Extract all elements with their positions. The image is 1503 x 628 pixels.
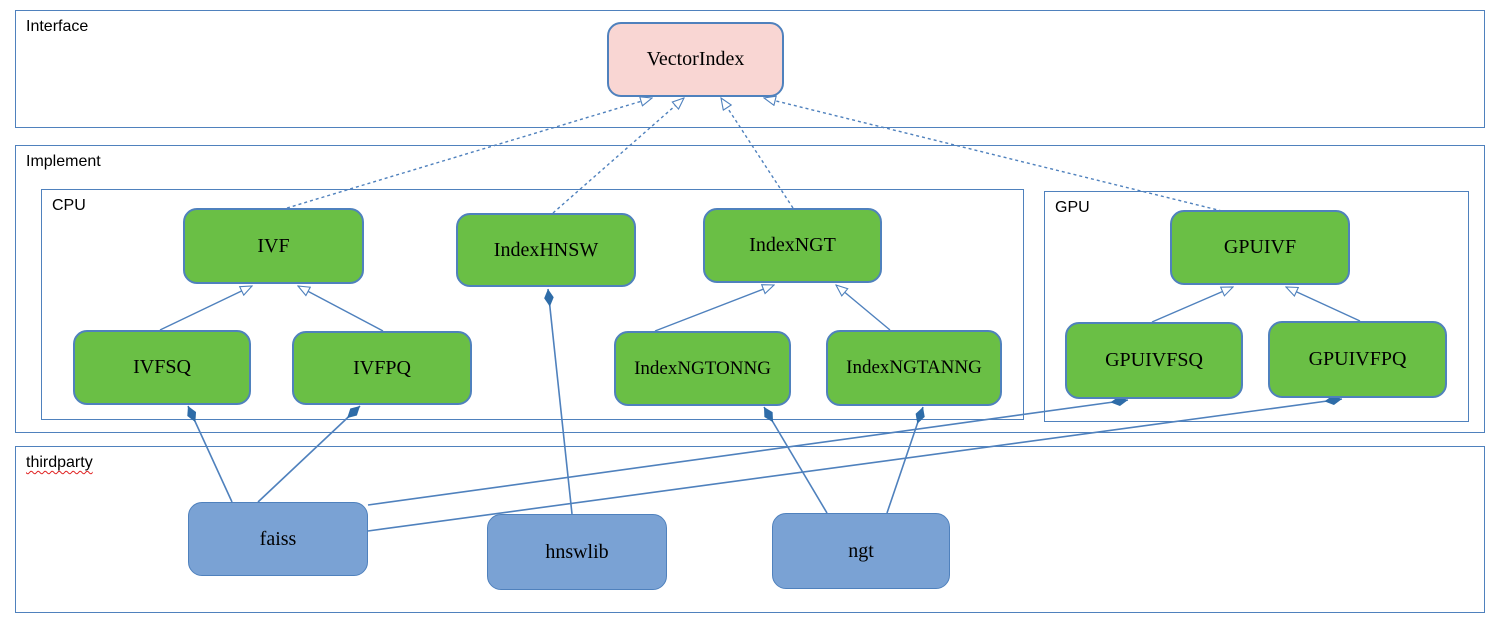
container-cpu-label: CPU (52, 197, 86, 214)
container-gpu-label: GPU (1055, 199, 1090, 216)
node-ngt: ngt (772, 513, 950, 589)
node-indexngt: IndexNGT (703, 208, 882, 283)
node-gpuivfsq: GPUIVFSQ (1065, 322, 1243, 399)
node-gpuivf: GPUIVF (1170, 210, 1350, 285)
node-gpuivfpq: GPUIVFPQ (1268, 321, 1447, 398)
container-thirdparty-label: thirdparty (26, 454, 93, 471)
node-vectorindex: VectorIndex (607, 22, 784, 97)
node-indexhnsw: IndexHNSW (456, 213, 636, 287)
container-interface-label: Interface (26, 18, 89, 35)
node-indexngtonng: IndexNGTONNG (614, 331, 791, 406)
node-ivfpq: IVFPQ (292, 331, 472, 405)
node-ivfsq: IVFSQ (73, 330, 251, 405)
container-implement-label: Implement (26, 153, 101, 170)
node-indexngtanng: IndexNGTANNG (826, 330, 1002, 406)
node-hnswlib: hnswlib (487, 514, 667, 590)
node-faiss: faiss (188, 502, 368, 576)
node-ivf: IVF (183, 208, 364, 284)
